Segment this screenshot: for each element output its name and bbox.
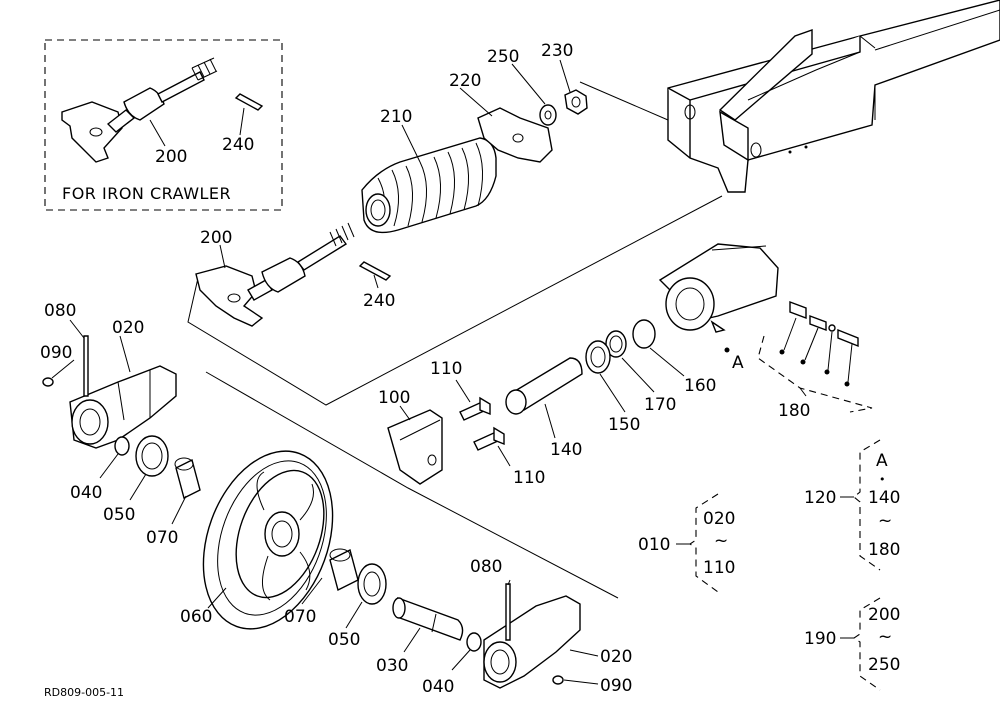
o-ring-040-left (114, 436, 130, 456)
inset-rod (157, 71, 205, 103)
frame-slot (718, 29, 813, 121)
label-220: 220 (449, 71, 481, 91)
label-180: 180 (778, 401, 810, 421)
group-120-tilde: ~ (878, 511, 892, 531)
group-190-to: 250 (868, 655, 900, 675)
label-110-lower: 110 (513, 468, 545, 488)
inset-title: FOR IRON CRAWLER (62, 184, 231, 203)
inset-label-240: 240 (222, 135, 254, 155)
label-090-left: 090 (40, 343, 72, 363)
iron-crawler-inset: 200 240 FOR IRON CRAWLER (44, 39, 283, 211)
label-170: 170 (644, 395, 676, 415)
group-120-dot: • (879, 473, 886, 486)
packing-150 (585, 340, 611, 374)
group-120-id: 120 (804, 488, 836, 508)
label-070-left: 070 (146, 528, 178, 548)
backup-ring-170 (605, 330, 627, 358)
label-250: 250 (487, 47, 519, 67)
group-120-from: 140 (868, 488, 900, 508)
plug-090-left (42, 377, 54, 387)
o-ring-160 (632, 319, 656, 349)
label-100: 100 (378, 388, 410, 408)
label-040-left: 040 (70, 483, 102, 503)
idler-assembly: 080 020 090 040 050 070 060 070 050 030 … (40, 301, 632, 697)
label-110-upper: 110 (430, 359, 462, 379)
leader-spring-group (187, 195, 723, 406)
label-050-right: 050 (328, 630, 360, 650)
label-080-left: 080 (44, 301, 76, 321)
group-190-id: 190 (804, 629, 836, 649)
leader-idler-group (205, 371, 619, 599)
label-020-left: 020 (112, 318, 144, 338)
inset-collar (123, 87, 165, 121)
o-ring-040-right (466, 632, 482, 652)
pin-080-left (83, 335, 89, 397)
label-040-right: 040 (422, 677, 454, 697)
pin-080-right (505, 583, 511, 641)
spring-rod-collar (261, 257, 306, 293)
group-010-from: 020 (703, 509, 735, 529)
bushing-070-left (175, 458, 201, 500)
label-080-right: 080 (470, 557, 502, 577)
spring-nut (564, 89, 588, 115)
point-a-marker (724, 347, 730, 353)
label-090-right: 090 (600, 676, 632, 696)
spring-assembly: 210 220 250 230 200 240 (195, 41, 588, 327)
label-210: 210 (380, 107, 412, 127)
recoil-spring (361, 137, 497, 234)
group-010-tilde: ~ (714, 531, 728, 551)
group-010-id: 010 (638, 535, 670, 555)
bracket-100 (387, 409, 443, 485)
shaft-030 (397, 596, 464, 641)
label-070-right: 070 (284, 607, 316, 627)
label-060: 060 (180, 607, 212, 627)
label-020-right: 020 (600, 647, 632, 667)
label-050-left: 050 (103, 505, 135, 525)
group-010: 010 020 ~ 110 (638, 493, 735, 593)
label-030: 030 (376, 656, 408, 676)
plug-090-right (552, 675, 564, 685)
bushing-070-right (329, 548, 359, 592)
label-200: 200 (200, 228, 232, 248)
label-160: 160 (684, 376, 716, 396)
group-190-tilde: ~ (878, 627, 892, 647)
group-190: 190 200 ~ 250 (804, 597, 900, 691)
cylinder-140 (508, 357, 583, 411)
label-240: 240 (363, 291, 395, 311)
spring-cotter-pin (358, 261, 392, 281)
group-120: 120 A • 140 ~ 180 (804, 439, 900, 571)
seal-050-left (135, 435, 169, 477)
inset-label-200: 200 (155, 147, 187, 167)
cylinder-assembly: A 100 110 110 140 (378, 243, 873, 488)
group-120-a: A (876, 451, 888, 471)
group-120-to: 180 (868, 540, 900, 560)
drawing-code: RD809-005-11 (44, 686, 124, 699)
idler-wheel-060 (202, 450, 334, 630)
label-230: 230 (541, 41, 573, 61)
spring-washer (539, 104, 557, 126)
group-010-to: 110 (703, 558, 735, 578)
label-a: A (732, 353, 744, 373)
group-190-from: 200 (868, 605, 900, 625)
seal-050-right (357, 563, 387, 605)
inset-plate (61, 101, 123, 163)
spring-rod-shaft (296, 235, 348, 271)
inset-cotter-pin (234, 93, 264, 111)
label-150: 150 (608, 415, 640, 435)
track-frame (667, 0, 1000, 193)
label-140: 140 (550, 440, 582, 460)
grease-fitting (757, 300, 873, 413)
